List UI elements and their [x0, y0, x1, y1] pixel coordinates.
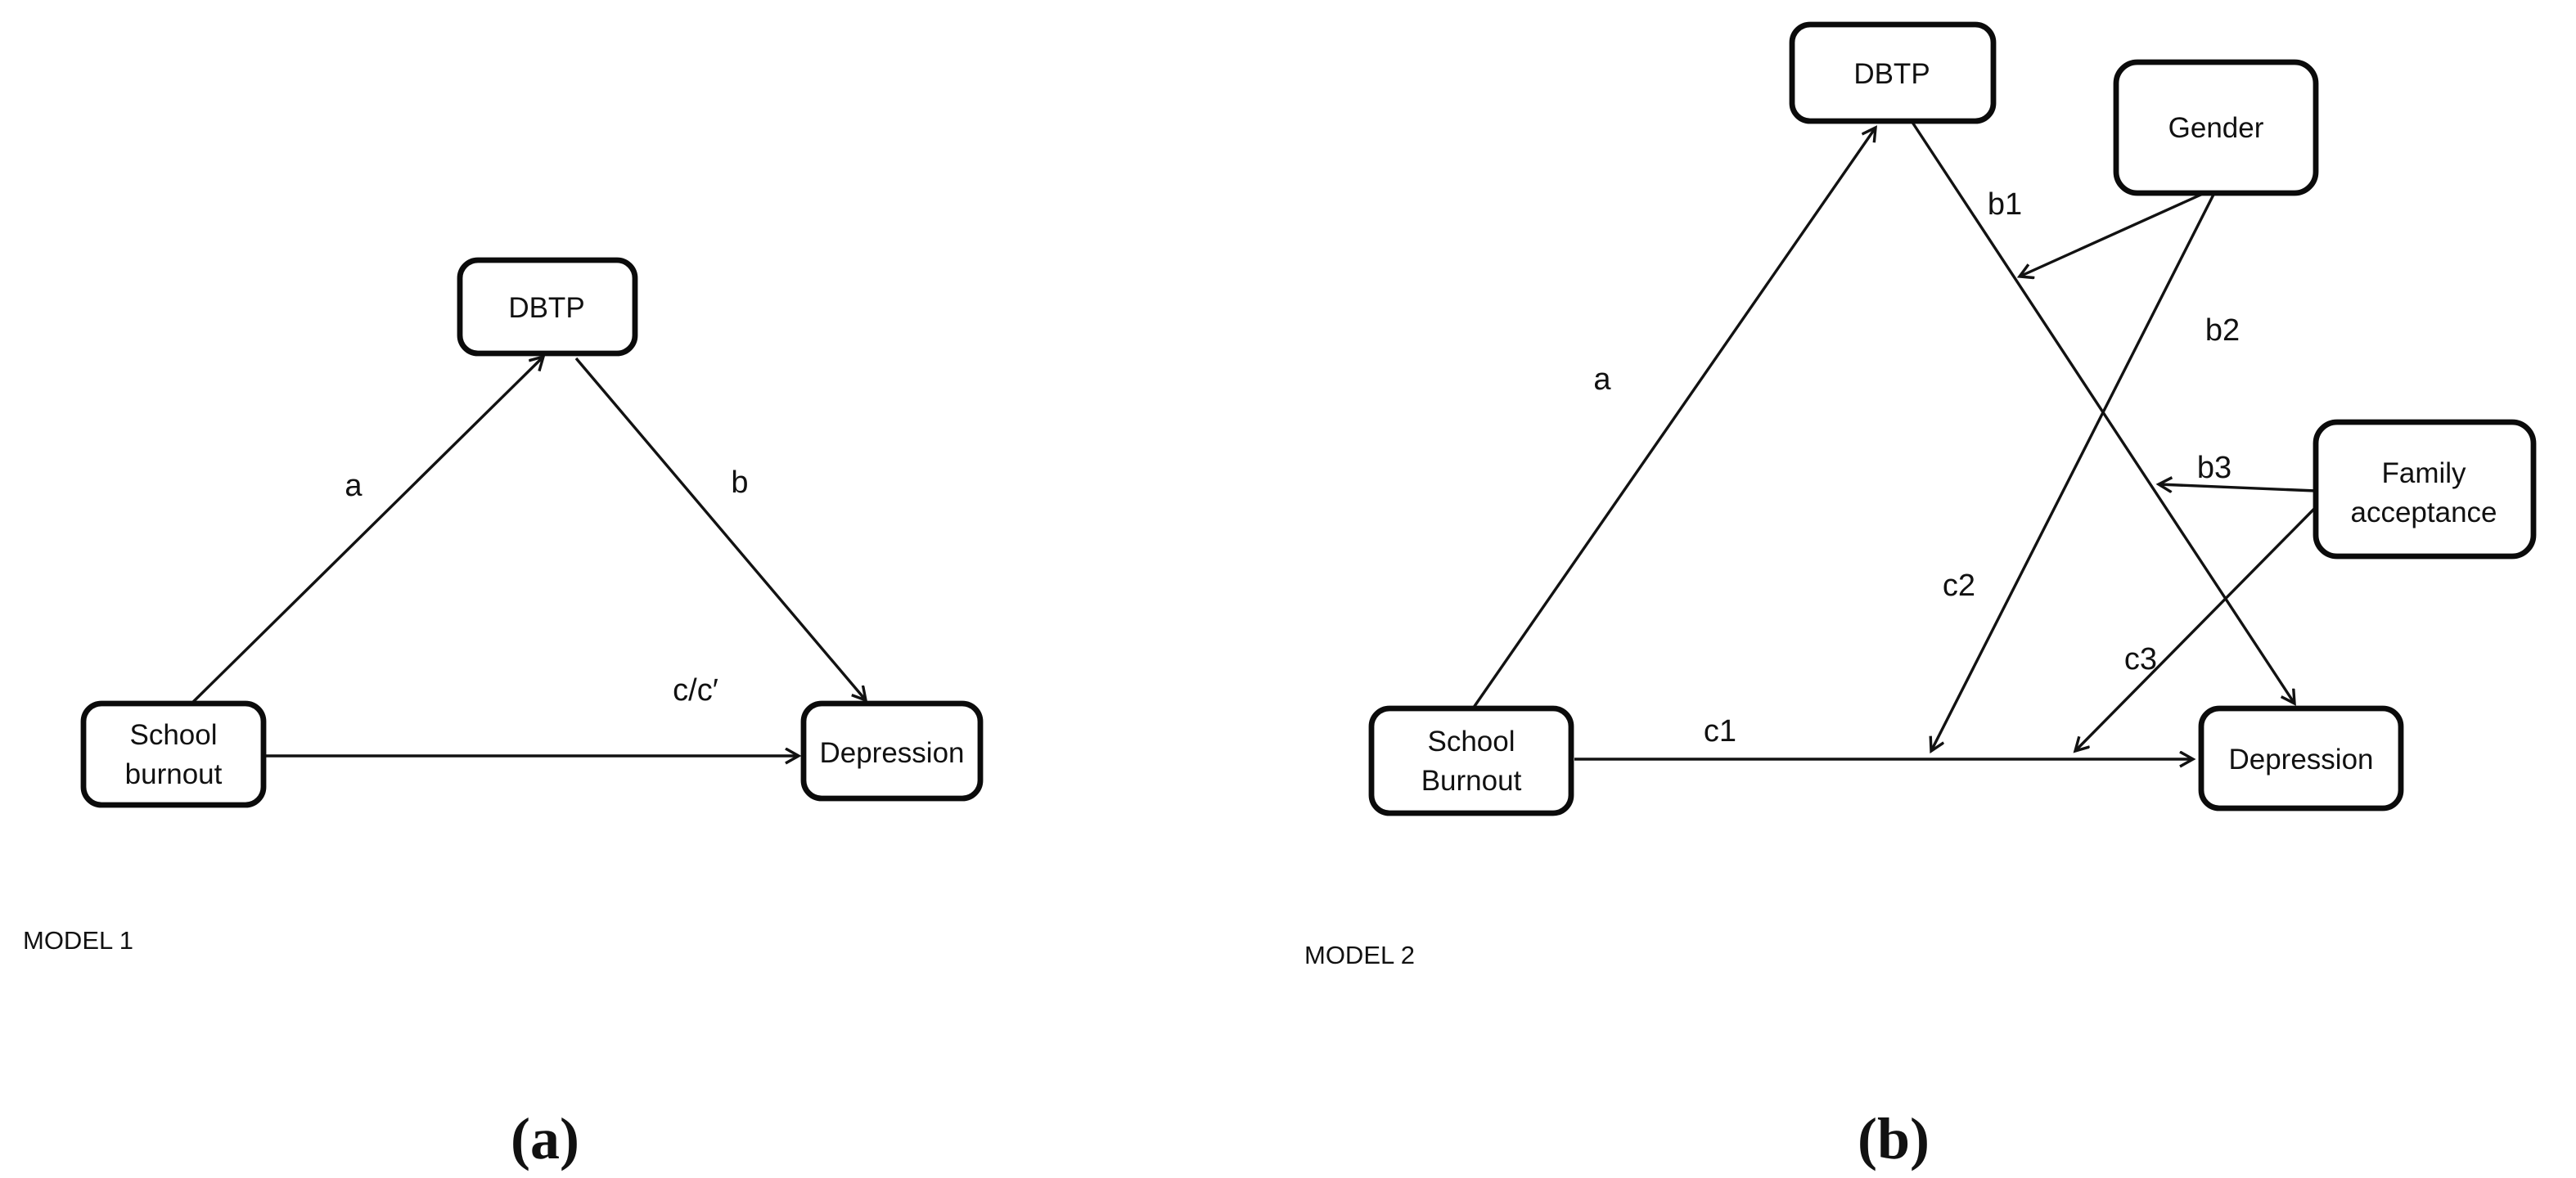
- model2-node-dbtp: DBTP: [1789, 21, 1997, 124]
- model2-path-label-a: a: [1593, 362, 1611, 397]
- model2-node-family-acceptance: Family acceptance: [2313, 419, 2537, 560]
- model2-node-gender-label: Gender: [2168, 112, 2264, 144]
- model2-path-label-c2: c2: [1943, 569, 1975, 603]
- model2-edge-b1: [2020, 191, 2205, 277]
- model2-caption: (b): [1858, 1106, 1930, 1171]
- model1-node-school-burnout-label-line1: School: [129, 719, 217, 751]
- model1-path-label-c: c/c′: [673, 673, 718, 708]
- model2-path-label-b2: b2: [2205, 313, 2240, 348]
- model2-node-school-burnout-label-line1: School: [1427, 726, 1515, 758]
- model1-path-label-b: b: [731, 465, 748, 500]
- model2-edge-b2-c2: [1931, 192, 2216, 751]
- model2-node-depression-label: Depression: [2228, 744, 2373, 776]
- model2-path-label-c3: c3: [2124, 642, 2157, 677]
- model1-title: MODEL 1: [23, 926, 133, 955]
- model1-node-dbtp-label: DBTP: [508, 292, 584, 324]
- model2-node-school-burnout-label-line2: Burnout: [1421, 765, 1522, 797]
- model2-node-dbtp-label: DBTP: [1853, 58, 1930, 90]
- model1-caption: (a): [511, 1106, 579, 1171]
- model2-path-label-b3: b3: [2197, 451, 2231, 485]
- model2-node-family-acceptance-label-line2: acceptance: [2350, 497, 2497, 528]
- model1-node-dbtp: DBTP: [457, 257, 638, 357]
- model2-node-school-burnout: School Burnout: [1368, 705, 1574, 816]
- model1-node-depression-label: Depression: [819, 737, 964, 769]
- model1-node-school-burnout: School burnout: [80, 700, 267, 808]
- model2-edge-c3: [2075, 506, 2317, 751]
- model2-path-label-c1: c1: [1704, 714, 1736, 749]
- model2-edge-b3: [2159, 484, 2317, 491]
- model1-path-label-a: a: [345, 469, 363, 503]
- model1-edge-a: [190, 357, 543, 705]
- model1-node-school-burnout-label-line2: burnout: [125, 758, 223, 790]
- model1-edge-b: [574, 357, 866, 700]
- model2-edge-a: [1471, 128, 1876, 709]
- model1-diagram: DBTP School burnout Depression a b c/c′ …: [23, 257, 984, 1171]
- model2-node-family-acceptance-label-line1: Family: [2381, 457, 2466, 489]
- model2-diagram: DBTP Gender Family acceptance School Bur…: [1304, 21, 2537, 1171]
- model2-title: MODEL 2: [1304, 941, 1415, 969]
- model2-path-label-b1: b1: [1988, 187, 2022, 222]
- model2-node-gender: Gender: [2113, 59, 2319, 196]
- model2-node-depression: Depression: [2198, 705, 2404, 812]
- model1-node-depression: Depression: [800, 700, 984, 802]
